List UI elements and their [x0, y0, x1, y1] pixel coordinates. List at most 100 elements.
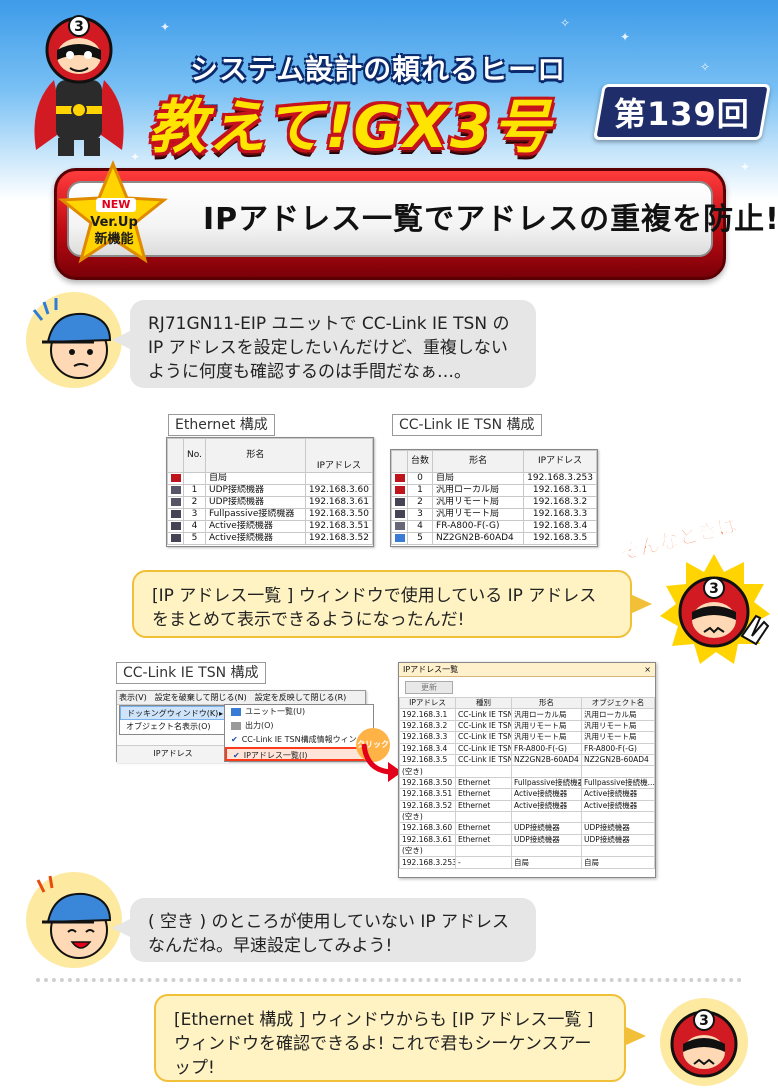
version-up-line2: 新機能	[94, 232, 134, 247]
table-header	[391, 450, 408, 473]
ip-address-column-header: IPアドレス	[117, 745, 229, 763]
table-row[interactable]: 5 NZ2GN2B-60AD4 192.168.3.5	[391, 532, 597, 545]
divider	[36, 978, 742, 982]
bubble-tail	[624, 1026, 646, 1046]
star-badge-icon	[58, 160, 168, 264]
table-header: IPアドレス	[304, 438, 374, 473]
check-icon: ✔	[233, 751, 240, 760]
question-text-2: ( 空き ) のところが使用していない IP アドレスなんだね。早速設定してみよ…	[148, 912, 510, 956]
table-row-empty[interactable]: (空き)	[399, 765, 655, 778]
hero-avatar-icon: 3	[660, 554, 770, 664]
remote-station-icon	[394, 509, 405, 518]
table-row[interactable]: 192.168.3.253-自局自局	[399, 856, 655, 869]
table-header[interactable]: 形名	[511, 696, 582, 710]
sparkle-icon: ✦	[620, 30, 631, 44]
table-row-empty[interactable]: (空き)	[399, 845, 655, 858]
menu-item-object-name[interactable]: オブジェクト名表示(O)	[126, 722, 211, 731]
episode-badge: 第139回	[593, 84, 771, 140]
question-bubble-1: RJ71GN11-EIP ユニットで CC-Link IE TSN の IP ア…	[130, 300, 536, 388]
output-icon	[231, 721, 241, 730]
sparkle-icon: ✦	[740, 160, 751, 174]
arrow-icon	[361, 743, 402, 782]
title-banner-inner: IPアドレス一覧でアドレスの重複を防止!	[67, 181, 778, 257]
menu-item-tsn-config-info[interactable]: ✔CC-Link IE TSN構成情報ウィンドウ(C)	[231, 735, 385, 744]
answer-text-1: [IP アドレス一覧 ] ウィンドウで使用している IP アドレスをまとめて表示…	[152, 586, 597, 630]
tsn-config-table: 台数 形名 IPアドレス 0 自局 192.168.3.253 1 汎用ローカル…	[391, 450, 597, 545]
local-station-icon	[394, 485, 405, 494]
table-header: 形名	[432, 450, 525, 473]
article-title: IPアドレス一覧でアドレスの重複を防止!	[203, 202, 778, 237]
bubble-tail	[112, 330, 132, 350]
answer-bubble-1: [IP アドレス一覧 ] ウィンドウで使用している IP アドレスをまとめて表示…	[132, 570, 632, 638]
svg-text:3: 3	[709, 581, 719, 597]
device-icon	[170, 509, 181, 518]
table-row[interactable]: 3 汎用リモート局 192.168.3.3	[391, 508, 597, 521]
answer-bubble-2: [Ethernet 構成 ] ウィンドウからも [IP アドレス一覧 ] ウィン…	[154, 994, 626, 1082]
version-up-label: Ver.Up 新機能	[78, 214, 150, 254]
table-header[interactable]: IPアドレス	[399, 696, 456, 710]
sparkle-icon: ✧	[700, 60, 711, 74]
inverter-icon	[394, 521, 405, 530]
plc-icon	[170, 473, 181, 482]
table-row[interactable]: 4 FR-A800-F(-G) 192.168.3.4	[391, 520, 597, 533]
menu-apply-close[interactable]: 設定を反映して閉じる(R)	[254, 693, 347, 702]
question-bubble-2: ( 空き ) のところが使用していない IP アドレスなんだね。早速設定してみよ…	[130, 898, 536, 962]
table-row[interactable]: 1 UDP接続機器 192.168.3.60	[167, 484, 374, 497]
table-row-empty[interactable]: (空き)	[399, 810, 655, 824]
table-header: 形名	[205, 438, 306, 473]
ethernet-config-label: Ethernet 構成	[168, 414, 275, 436]
menu-item-docking-window[interactable]: ドッキングウィンドウ(K) ▸	[120, 706, 228, 720]
table-header: No.	[183, 438, 206, 473]
menu-item-ip-address-list[interactable]: ✔IPアドレス一覧(I)	[225, 747, 373, 761]
table-row[interactable]: 2 UDP接続機器 192.168.3.61	[167, 496, 374, 509]
check-icon: ✔	[231, 735, 238, 744]
boy-worried-avatar-icon	[26, 292, 122, 388]
table-row[interactable]: 自局	[167, 472, 374, 485]
ethernet-config-window: No. 形名 IPアドレス 自局 1 UDP接続機器 192.168.3.60 …	[166, 437, 374, 547]
menu-view[interactable]: 表示(V)	[119, 693, 147, 702]
bubble-tail	[112, 918, 132, 938]
ip-list-toolbar: 更新	[399, 677, 655, 697]
bubble-tail	[630, 594, 652, 614]
table-row[interactable]: 2 汎用リモート局 192.168.3.2	[391, 496, 597, 509]
ip-address-list-window: IPアドレス一覧 × 更新 IPアドレス 種別 形名 オブジェクト名 192.1…	[398, 662, 656, 878]
table-header[interactable]: 種別	[455, 696, 512, 710]
device-icon	[170, 521, 181, 530]
table-header: IPアドレス	[523, 450, 597, 473]
close-icon[interactable]: ×	[644, 665, 651, 674]
table-header[interactable]: オブジェクト名	[581, 696, 655, 710]
plc-icon	[394, 473, 405, 482]
menu-item-unit-list[interactable]: ユニット一覧(U)	[225, 705, 373, 719]
hero-character-icon: 3	[34, 15, 124, 156]
sonna-toki-wa-heading: そんなときは	[617, 520, 740, 565]
sparkle-icon: ✦	[160, 20, 171, 34]
title-banner: IPアドレス一覧でアドレスの重複を防止!	[54, 168, 778, 280]
menu-item-output[interactable]: 出力(O)	[225, 719, 373, 733]
tsn-menu-label: CC-Link IE TSN 構成	[116, 662, 266, 684]
svg-text:3: 3	[699, 1013, 709, 1029]
ethernet-config-table: No. 形名 IPアドレス 自局 1 UDP接続機器 192.168.3.60 …	[167, 438, 374, 545]
table-row[interactable]: 1 汎用ローカル局 192.168.3.1	[391, 484, 597, 497]
episode-number: 第139回	[614, 95, 750, 133]
table-row[interactable]: 5 Active接続機器 192.168.3.52	[167, 532, 374, 545]
header-subtitle: システム設計の頼れるヒーロー	[190, 53, 567, 126]
svg-text:3: 3	[74, 19, 84, 35]
view-menu: ドッキングウィンドウ(K) ▸ オブジェクト名表示(O)	[119, 705, 229, 735]
refresh-button[interactable]: 更新	[405, 680, 453, 694]
sparkle-icon: ✦	[130, 150, 141, 164]
menu-discard-close[interactable]: 設定を破棄して閉じる(N)	[154, 693, 247, 702]
table-row[interactable]: 3 Fullpassive接続機器 192.168.3.50	[167, 508, 374, 521]
table-row[interactable]: 0 自局 192.168.3.253	[391, 472, 597, 485]
table-row[interactable]: 4 Active接続機器 192.168.3.51	[167, 520, 374, 533]
